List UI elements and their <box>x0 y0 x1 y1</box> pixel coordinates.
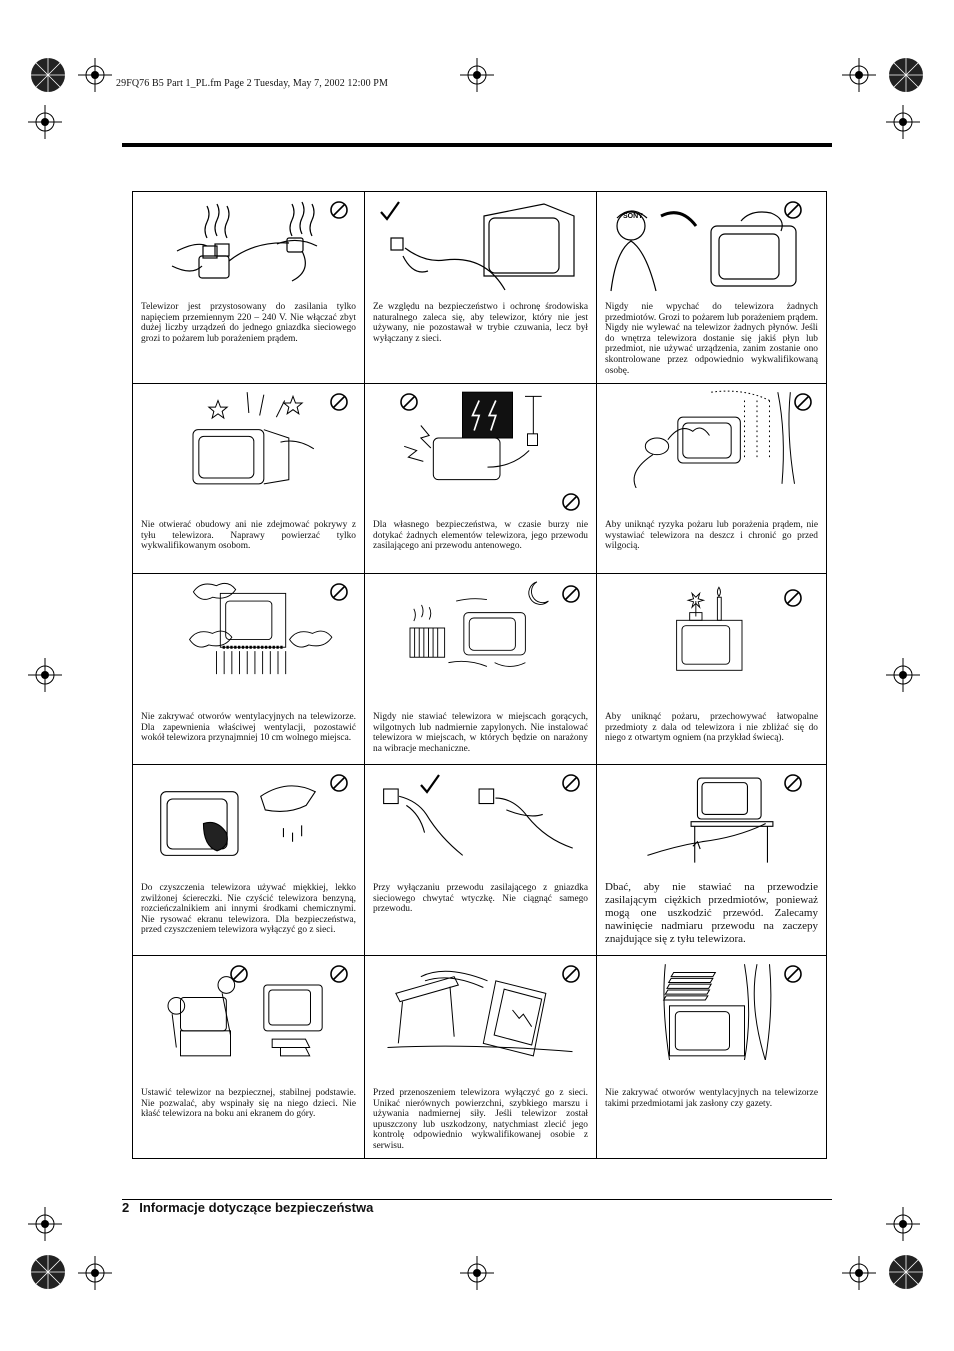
safety-cell-storm: Dla własnego bezpieczeństwa, w czasie bu… <box>365 384 597 574</box>
header-rule <box>122 143 832 147</box>
heat-sun-illustration <box>409 581 549 667</box>
brand-logo: SONY <box>623 213 643 220</box>
crosshair-mark-right-middle <box>886 658 920 692</box>
section-title: Informacje dotyczące bezpieczeństwa <box>139 1200 374 1215</box>
prohibited-icon <box>329 392 349 412</box>
prohibited-icon <box>561 584 581 604</box>
safety-cell-cord: Dbać, aby nie stawiać na przewodzie zasi… <box>597 765 826 956</box>
safety-text-covering: Nie zakrywać otworów wentylacyjnych na t… <box>605 1088 818 1109</box>
safety-text-cabinet: Nie otwierać obudowy ani nie zdejmować p… <box>141 520 356 552</box>
prohibited-icon <box>783 964 803 984</box>
prohibited-icon <box>783 588 803 608</box>
safety-cell-covering: Nie zakrywać otworów wentylacyjnych na t… <box>597 956 826 1158</box>
prohibited-icon <box>561 492 581 512</box>
page-footer: 2 Informacje dotyczące bezpieczeństwa <box>122 1200 373 1215</box>
crosshair-mark-top-center <box>460 58 494 92</box>
dropped-tv-illustration <box>387 970 573 1057</box>
lightning-storm-illustration <box>404 391 542 481</box>
safety-cell-power-supply: Telewizor jest przystosowany do zasilani… <box>133 192 365 384</box>
safety-cell-heat: Nigdy nie stawiać telewizora w miejscach… <box>365 574 597 765</box>
file-header-line: 29FQ76 B5 Part 1_PL.fm Page 2 Tuesday, M… <box>116 78 388 89</box>
crosshair-mark-top-left <box>78 58 112 92</box>
safety-text-standby: Ze względu na bezpieczeństwo i ochronę ś… <box>373 302 588 344</box>
safety-cell-liquids: SONY Nigdy nie wpychać do telewizora żad… <box>597 192 826 384</box>
ventilation-clearance-illustration <box>188 582 333 675</box>
prohibited-icon <box>783 200 803 220</box>
checkmark-icon <box>419 773 441 795</box>
safety-cell-cleaning: Do czyszczenia telewizora używać miękkie… <box>133 765 365 956</box>
page-number: 2 <box>122 1200 130 1215</box>
safety-cell-standby: Ze względu na bezpieczeństwo i ochronę ś… <box>365 192 597 384</box>
unplug-by-plug-illustration <box>383 788 573 856</box>
curtain-newspapers-illustration <box>662 964 772 1060</box>
safety-text-moving: Przed przenoszeniem telewizora wyłączyć … <box>373 1088 588 1151</box>
multi-plug-illustration <box>171 201 318 282</box>
rain-moisture-illustration <box>633 390 795 488</box>
prohibited-icon <box>329 200 349 220</box>
prohibited-icon <box>561 773 581 793</box>
flower-candle-illustration <box>676 586 743 671</box>
cleaning-cloth-illustration <box>160 785 317 856</box>
prohibited-icon <box>783 773 803 793</box>
prohibited-icon <box>793 392 813 412</box>
crosshair-mark-left-lower <box>28 1207 62 1241</box>
crosshair-mark-left-middle <box>28 658 62 692</box>
crosshair-mark-left-upper <box>28 105 62 139</box>
registration-mark-top-right <box>886 55 926 95</box>
safety-instructions-table: Telewizor jest przystosowany do zasilani… <box>132 191 827 1159</box>
safety-text-power-supply: Telewizor jest przystosowany do zasilani… <box>141 302 356 344</box>
crosshair-mark-bottom-right <box>842 1256 876 1290</box>
registration-mark-bottom-left <box>28 1252 68 1292</box>
safety-cell-cabinet: Nie otwierać obudowy ani nie zdejmować p… <box>133 384 365 574</box>
safety-cell-ventilation: Nie zakrywać otworów wentylacyjnych na t… <box>133 574 365 765</box>
safety-text-unplug: Przy wyłączaniu przewodu zasilającego z … <box>373 883 588 915</box>
crosshair-mark-right-upper <box>886 105 920 139</box>
open-cabinet-illustration <box>192 392 315 485</box>
safety-cell-rain: Aby uniknąć ryzyka pożaru lub porażenia … <box>597 384 826 574</box>
prohibited-icon <box>329 964 349 984</box>
footer-rule <box>122 1199 832 1200</box>
safety-cell-unplug: Przy wyłączaniu przewodu zasilającego z … <box>365 765 597 956</box>
registration-mark-top-left <box>28 55 68 95</box>
crosshair-mark-bottom-left <box>78 1256 112 1290</box>
safety-text-cleaning: Do czyszczenia telewizora używać miękkie… <box>141 883 356 936</box>
safety-text-storm: Dla własnego bezpieczeństwa, w czasie bu… <box>373 520 588 552</box>
children-climbing-illustration <box>167 976 323 1057</box>
crosshair-mark-right-lower <box>886 1207 920 1241</box>
safety-text-cord: Dbać, aby nie stawiać na przewodzie zasi… <box>605 881 818 945</box>
cord-under-stand-illustration <box>647 777 774 863</box>
prohibited-icon <box>329 582 349 602</box>
safety-text-rain: Aby uniknąć ryzyka pożaru lub porażenia … <box>605 520 818 552</box>
liquids-objects-illustration: SONY <box>610 210 797 292</box>
safety-text-stability: Ustawić telewizor na bezpiecznej, stabil… <box>141 1088 356 1120</box>
checkmark-icon <box>379 200 401 222</box>
safety-text-ventilation: Nie zakrywać otworów wentylacyjnych na t… <box>141 712 356 744</box>
safety-cell-flammables: Aby uniknąć pożaru, przechowywać łatwopa… <box>597 574 826 765</box>
safety-cell-stability: Ustawić telewizor na bezpiecznej, stabil… <box>133 956 365 1158</box>
safety-text-flammables: Aby uniknąć pożaru, przechowywać łatwopa… <box>605 712 818 744</box>
registration-mark-bottom-right <box>886 1252 926 1292</box>
prohibited-icon <box>561 964 581 984</box>
tv-unplug-illustration <box>390 203 575 291</box>
safety-text-liquids: Nigdy nie wpychać do telewizora żadnych … <box>605 302 818 376</box>
safety-cell-moving: Przed przenoszeniem telewizora wyłączyć … <box>365 956 597 1158</box>
prohibited-icon <box>329 773 349 793</box>
prohibited-icon <box>399 392 419 412</box>
safety-text-heat: Nigdy nie stawiać telewizora w miejscach… <box>373 712 588 754</box>
crosshair-mark-bottom-center <box>460 1256 494 1290</box>
crosshair-mark-top-right <box>842 58 876 92</box>
prohibited-icon <box>229 964 249 984</box>
